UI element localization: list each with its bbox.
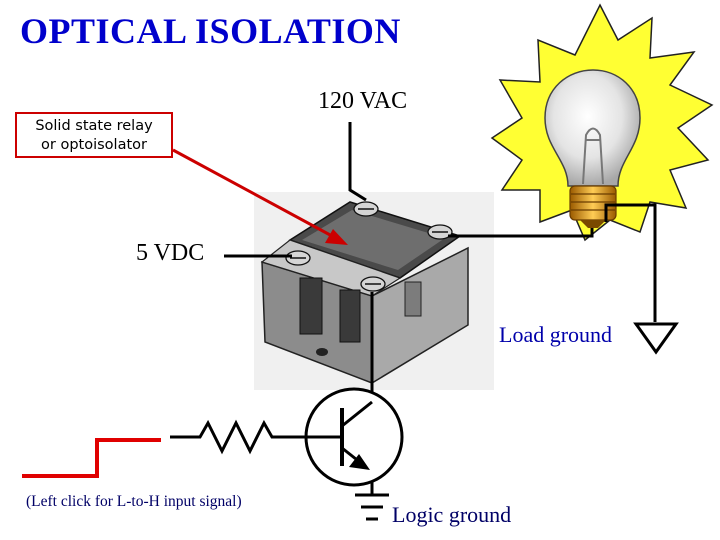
light-bulb-icon (490, 3, 714, 242)
relay-callout-line1: Solid state relay (35, 118, 153, 134)
wire-120vac (348, 122, 367, 202)
relay-terminal (285, 250, 311, 266)
bulb-base-threads (571, 193, 615, 211)
relay-terminal (360, 276, 386, 292)
bulb-base (569, 185, 617, 221)
transistor-icon (304, 387, 404, 487)
input-signal-waveform[interactable] (22, 438, 161, 478)
load-ground-label: Load ground (499, 322, 613, 347)
input-hint[interactable]: (Left click for L-to-H input signal) (26, 493, 242, 510)
logic-ground-label: Logic ground (392, 502, 512, 527)
wire-bulb-to-relay (448, 228, 594, 238)
bulb-tip (580, 220, 606, 228)
relay-top-highlight (302, 210, 445, 270)
bulb-filament (582, 127, 604, 185)
relay-slot (299, 277, 323, 335)
ground-icon (633, 322, 679, 355)
relay-icon (254, 192, 494, 390)
relay-slot (339, 289, 361, 343)
resistor-icon (170, 419, 308, 455)
relay-terminal (353, 201, 379, 217)
wire-bulb-to-load-ground (604, 203, 657, 322)
page-title: OPTICAL ISOLATION (20, 11, 401, 51)
relay-callout-label: Solid state relay or optoisolator (15, 112, 173, 158)
supply-low-label: 5 VDC (136, 240, 205, 266)
relay-terminal (427, 224, 453, 240)
ground-icon (355, 493, 389, 521)
relay-mount-hole (316, 348, 328, 356)
pointer-arrow (172, 148, 348, 245)
supply-high-label: 120 VAC (318, 88, 408, 114)
relay-side-tab (404, 281, 422, 317)
relay-callout-line2: or optoisolator (41, 137, 147, 153)
